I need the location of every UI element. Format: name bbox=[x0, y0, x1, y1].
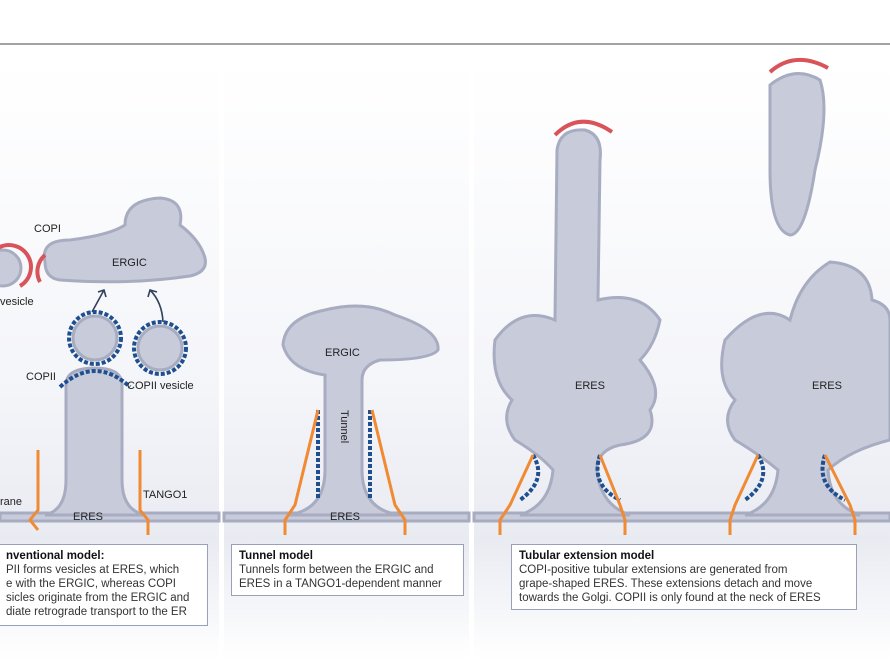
tango1 bbox=[370, 409, 407, 535]
copi-coat bbox=[768, 57, 829, 74]
copii-neck bbox=[518, 453, 541, 502]
caption-line: sicles originate from the ERGIC and bbox=[6, 592, 190, 604]
arrow-icon bbox=[147, 289, 164, 323]
caption-line: grape-shaped ERES. These extensions deta… bbox=[519, 578, 813, 590]
copi-coat bbox=[35, 253, 47, 283]
label-eres: ERES bbox=[812, 380, 842, 392]
caption-line: diate retrograde transport to the ER bbox=[6, 606, 187, 618]
grape-eres bbox=[720, 260, 890, 517]
tango1 bbox=[598, 454, 627, 535]
detached-tubule bbox=[768, 72, 826, 237]
label-ergic: ERGIC bbox=[325, 347, 360, 359]
caption-conventional-model: nventional model: PII forms vesicles at … bbox=[0, 544, 208, 626]
tango1 bbox=[283, 409, 320, 535]
caption-line: e with the ERGIC, whereas COPI bbox=[6, 578, 177, 590]
caption-line: COPI-positive tubular extensions are gen… bbox=[519, 564, 788, 576]
label-eres: ERES bbox=[575, 380, 605, 392]
copii-coat bbox=[67, 310, 123, 366]
tango1 bbox=[728, 454, 760, 535]
label-membrane: rane bbox=[0, 496, 22, 508]
caption-title: nventional model: bbox=[6, 550, 105, 562]
label-copii: COPII bbox=[26, 371, 56, 383]
caption-line: towards the Golgi. COPII is only found a… bbox=[519, 592, 821, 604]
tango1 bbox=[28, 450, 40, 531]
panel-divider bbox=[469, 60, 474, 660]
caption-line: ERES in a TANGO1-dependent manner bbox=[239, 578, 442, 590]
caption-title: Tubular extension model bbox=[519, 550, 655, 562]
caption-tunnel-model: Tunnel model Tunnels form between the ER… bbox=[231, 544, 464, 596]
caption-line: Tunnels form between the ERGIC and bbox=[239, 564, 434, 576]
copii-vesicle bbox=[136, 324, 184, 372]
copii-vesicle bbox=[71, 314, 119, 362]
eres-bud bbox=[44, 366, 146, 517]
label-copii-vesicle: COPII vesicle bbox=[127, 380, 194, 392]
er-membrane bbox=[472, 511, 890, 523]
label-eres: ERES bbox=[73, 511, 103, 523]
copii-neck bbox=[743, 453, 766, 502]
label-tunnel: Tunnel bbox=[338, 410, 350, 443]
panel-divider bbox=[219, 60, 224, 660]
caption-line: PII forms vesicles at ERES, which bbox=[6, 564, 180, 576]
copii-neck bbox=[820, 454, 846, 502]
caption-title: Tunnel model bbox=[239, 550, 313, 562]
tango1 bbox=[138, 450, 150, 535]
tunnel-ergic bbox=[281, 304, 440, 517]
copi-vesicle bbox=[0, 248, 23, 288]
tango1 bbox=[498, 454, 535, 535]
grape-eres-tubule bbox=[492, 128, 662, 517]
copi-coat bbox=[553, 119, 614, 137]
caption-tubular-extension-model: Tubular extension model COPI-positive tu… bbox=[511, 544, 857, 610]
label-eres: ERES bbox=[330, 511, 360, 523]
ergic bbox=[42, 196, 207, 284]
copii-coat bbox=[132, 320, 188, 376]
tango1 bbox=[823, 454, 857, 535]
copi-coat bbox=[0, 243, 33, 288]
label-ergic: ERGIC bbox=[112, 257, 147, 269]
label-tango1: TANGO1 bbox=[143, 489, 187, 501]
label-copi-vesicle: vesicle bbox=[0, 296, 34, 308]
arrow-icon bbox=[91, 288, 107, 313]
copii-coat bbox=[58, 369, 132, 389]
label-copi: COPI bbox=[34, 223, 61, 235]
